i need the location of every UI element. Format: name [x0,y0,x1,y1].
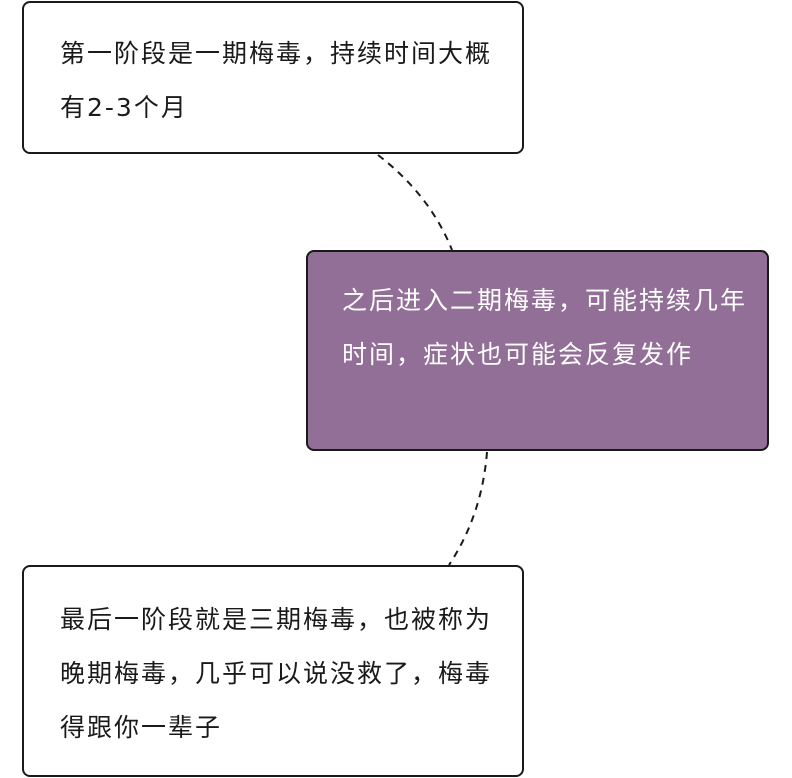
node-stage-3: 最后一阶段就是三期梅毒，也被称为晚期梅毒，几乎可以说没救了，梅毒得跟你一辈子 [22,565,524,777]
node-stage-2-text: 之后进入二期梅毒，可能持续几年时间，症状也可能会反复发作 [342,286,748,369]
node-stage-2: 之后进入二期梅毒，可能持续几年时间，症状也可能会反复发作 [306,250,769,451]
node-stage-1: 第一阶段是一期梅毒，持续时间大概有2-3个月 [22,1,524,154]
connector-stage2-to-stage3 [448,451,488,566]
connector-stage1-to-stage2 [377,154,453,251]
node-stage-1-text: 第一阶段是一期梅毒，持续时间大概有2-3个月 [60,39,493,122]
node-stage-3-text: 最后一阶段就是三期梅毒，也被称为晚期梅毒，几乎可以说没救了，梅毒得跟你一辈子 [60,605,493,742]
